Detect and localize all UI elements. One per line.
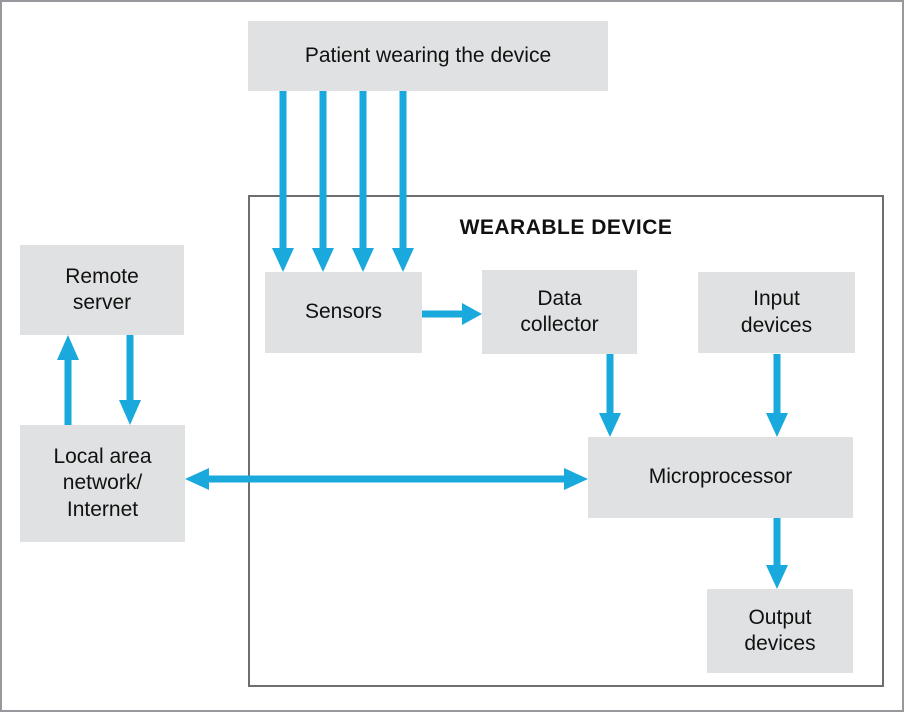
node-microprocessor-label: Microprocessor [648,465,793,489]
node-local-area-network-label: Local area network/ Internet [53,445,152,521]
arrow-lan-to-remote-server [57,335,79,425]
node-local-area-network: Local area network/ Internet [20,425,185,542]
node-patient: Patient wearing the device [248,21,608,91]
node-remote-server-label: Remote server [65,264,139,314]
node-sensors-label: Sensors [304,300,383,324]
node-output-devices-label: Output devices [744,605,816,655]
node-sensors: Sensors [265,272,422,353]
wearable-device-container-label: WEARABLE DEVICE [459,216,673,239]
node-data-collector-label: Data collector [520,286,599,336]
node-patient-label: Patient wearing the device [304,43,552,67]
node-remote-server: Remote server [20,245,184,335]
node-input-devices-label: Input devices [740,287,813,337]
arrow-remote-server-to-lan [119,335,141,425]
node-input-devices: Input devices [698,272,855,353]
node-data-collector: Data collector [482,270,637,354]
node-microprocessor: Microprocessor [588,437,853,518]
wearable-device-container [248,195,884,687]
node-output-devices: Output devices [707,589,853,673]
